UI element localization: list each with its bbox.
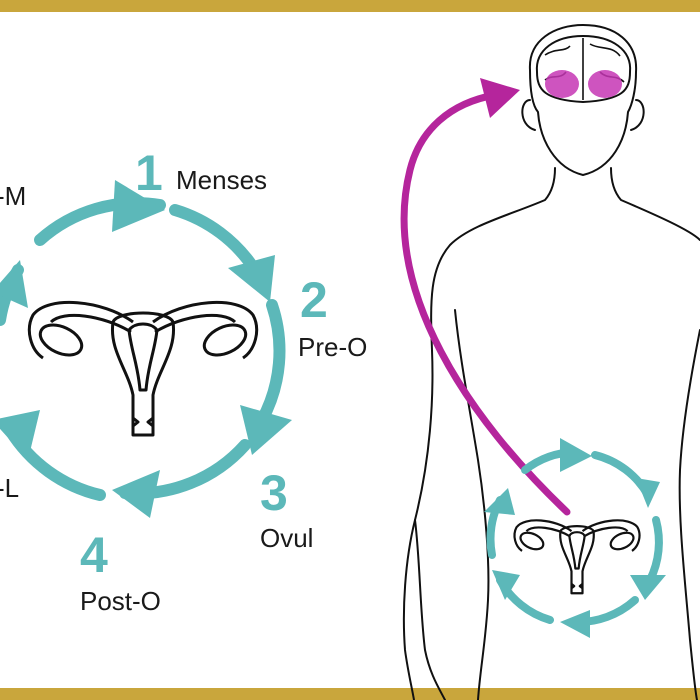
brain-region-left: [545, 70, 579, 98]
arrowhead: [560, 438, 592, 472]
uterus-icon-small: [513, 519, 641, 595]
arrowhead: [560, 610, 590, 638]
phase-number-4: 4: [80, 527, 108, 583]
brain-icon: [535, 34, 632, 104]
cycle-arrowheads-small: [484, 438, 666, 638]
arrowhead: [112, 470, 160, 518]
bottom-border: [0, 688, 700, 700]
cycle-arc: [591, 451, 652, 499]
cycle-arc: [646, 516, 663, 584]
cycle-arrowheads-large: [0, 180, 292, 518]
human-silhouette: [402, 24, 700, 700]
phase-label-5: -L: [0, 473, 19, 503]
phase-label-1: Menses: [176, 165, 267, 195]
brain-arrow: [400, 91, 571, 516]
arrowhead: [228, 255, 275, 302]
phase-number-1: 1: [135, 145, 163, 201]
cycle-arc: [169, 204, 261, 276]
top-border: [0, 0, 700, 12]
phase-label-4: Post-O: [80, 586, 161, 616]
arrowhead: [240, 405, 292, 455]
uterus-icon: [27, 300, 259, 437]
phase-number-2: 2: [300, 272, 328, 328]
arrowhead: [484, 488, 515, 515]
arrowhead: [636, 478, 660, 508]
arrowhead: [492, 570, 520, 600]
brain-region-right: [588, 70, 622, 98]
brain-arrow-head: [480, 78, 520, 118]
arrowhead: [0, 260, 28, 308]
phase-label-6: -M: [0, 181, 26, 211]
phase-label-3: Ovul: [260, 523, 313, 553]
phase-number-3: 3: [260, 465, 288, 521]
arrowhead: [630, 575, 666, 600]
arrowhead: [0, 410, 40, 460]
arrowhead: [112, 180, 165, 232]
phase-label-2: Pre-O: [298, 332, 367, 362]
cycle-arc: [256, 299, 286, 426]
